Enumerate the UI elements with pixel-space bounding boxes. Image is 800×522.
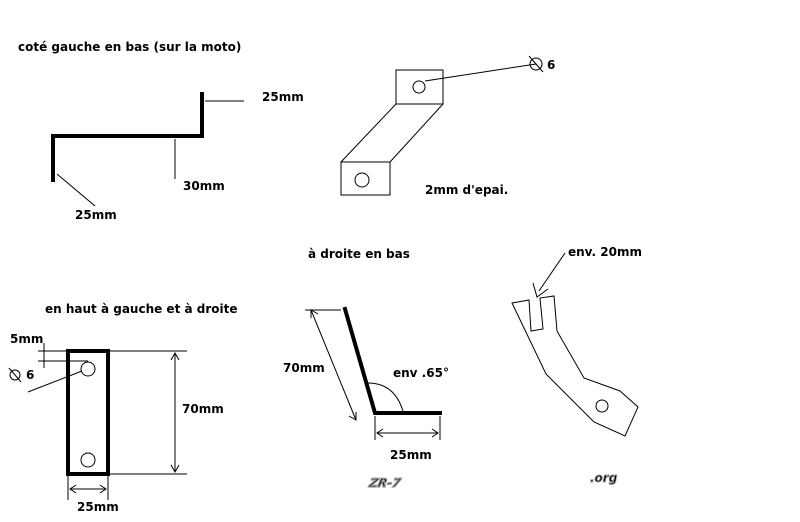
leader-hole-6-top xyxy=(424,63,537,82)
label-hole-6-top: 6 xyxy=(547,58,555,72)
leader-hole-6-left xyxy=(27,370,83,393)
label-thickness: 2mm d'epai. xyxy=(425,183,508,197)
angled-bracket-profile xyxy=(342,306,442,415)
plate-hole-bottom xyxy=(80,452,96,468)
arrow-env-20 xyxy=(532,252,566,298)
label-dim-70-mid: 70mm xyxy=(283,361,325,375)
dim-70-mid-arrows xyxy=(310,309,357,421)
logo-main-text: ZR-7 xyxy=(367,476,403,490)
angle-arc xyxy=(365,382,404,412)
label-title-top: en haut à gauche et à droite xyxy=(45,302,238,316)
dim-25-arrows xyxy=(69,484,107,494)
diameter-slash-top xyxy=(528,55,544,73)
slotted-bracket xyxy=(511,295,639,437)
label-env-20: env. 20mm xyxy=(568,245,642,259)
label-dim-70-right: 70mm xyxy=(182,402,224,416)
plate-hole-top xyxy=(80,361,96,377)
diameter-slash-left xyxy=(8,367,22,383)
diameter-symbol-top xyxy=(529,57,543,71)
bracket-3d-body xyxy=(340,103,444,163)
logo-suffix-text: .org xyxy=(590,471,618,485)
diameter-symbol-left xyxy=(9,369,21,381)
leader-25-left xyxy=(56,173,96,207)
dim-70-arrows xyxy=(170,351,180,474)
bracket-top-hole xyxy=(412,80,426,94)
bracket-top-tab xyxy=(395,69,444,105)
bracket-bottom-hole xyxy=(354,172,370,188)
bracket-left-profile xyxy=(51,92,204,182)
label-angle: env .65° xyxy=(393,366,449,380)
label-dim-5: 5mm xyxy=(10,332,43,346)
bracket-bottom-tab xyxy=(340,161,391,196)
slotted-bracket-hole xyxy=(595,399,609,413)
label-title-right: à droite en bas xyxy=(308,247,410,261)
label-dim-25-left: 25mm xyxy=(75,208,117,222)
label-dim-25-mid: 25mm xyxy=(390,448,432,462)
label-dim-30: 30mm xyxy=(183,179,225,193)
label-title-left: coté gauche en bas (sur la moto) xyxy=(18,40,241,54)
plate-rect xyxy=(66,349,110,476)
zr7-logo: ZR-7 .org xyxy=(366,471,618,491)
label-hole-6-left: 6 xyxy=(26,368,34,382)
label-dim-25-top: 25mm xyxy=(262,90,304,104)
dim-70-mid-line xyxy=(310,309,357,421)
dim-25-mid-arrows xyxy=(376,428,439,438)
label-dim-25-bottom: 25mm xyxy=(77,500,119,514)
